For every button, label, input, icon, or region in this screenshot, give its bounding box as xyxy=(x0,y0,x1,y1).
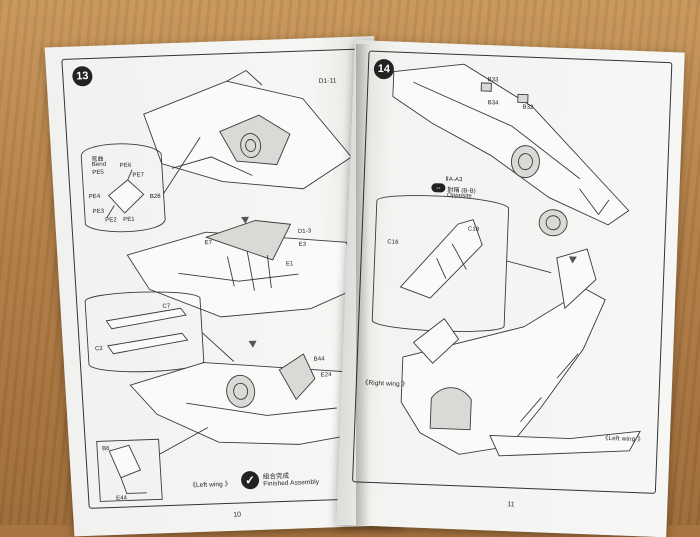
label-c2: C2 xyxy=(94,346,104,353)
label-b44: B44 xyxy=(313,356,325,363)
book-gutter-shadow xyxy=(356,44,370,525)
label-pe3: PE3 xyxy=(92,208,105,216)
label-b32: B32 xyxy=(522,104,534,111)
label-pe5: PE5 xyxy=(92,169,105,177)
label-bend: Bend xyxy=(91,161,107,169)
label-a-a3: ⅡA-A3 xyxy=(445,176,463,184)
label-b28: B28 xyxy=(149,193,161,201)
right-page: 14 B33 B34 B32 ⅡA-A3 ⇔ 對稱 (B-B) Opposite… xyxy=(336,40,685,537)
left-page-assembly-drawing xyxy=(80,69,369,502)
right-page-assembly-drawing xyxy=(371,63,641,457)
page-number-right: 11 xyxy=(507,501,515,509)
label-e7: E7 xyxy=(204,240,213,247)
label-left-wing-right-page: 《Left wing 》 xyxy=(601,434,645,444)
label-d1-3: D1-3 xyxy=(297,228,312,236)
label-e44: E44 xyxy=(116,495,128,502)
label-e1: E1 xyxy=(285,261,294,268)
label-pe2: PE2 xyxy=(105,217,118,224)
label-b6: B6 xyxy=(101,445,110,453)
left-page: 13 D1-11 弯曲 Bend xyxy=(44,36,404,537)
label-b33: B33 xyxy=(487,77,499,84)
label-d1-11: D1-11 xyxy=(318,77,337,86)
label-pe1: PE1 xyxy=(122,216,135,224)
label-e3: E3 xyxy=(298,241,307,249)
flow-arrow-3 xyxy=(568,256,577,264)
label-opposite: Opposite xyxy=(446,192,473,200)
opposite-arrows-icon: ⇔ xyxy=(431,183,446,193)
flow-arrow-2 xyxy=(248,340,257,348)
label-c7: C7 xyxy=(162,303,171,310)
label-c18: C18 xyxy=(467,226,480,233)
label-pe4: PE4 xyxy=(88,193,101,201)
label-pe7: PE7 xyxy=(132,172,145,179)
page-number-left: 10 xyxy=(233,511,242,519)
label-pe6: PE6 xyxy=(119,162,132,170)
label-c16: C16 xyxy=(387,239,399,246)
label-e24: E24 xyxy=(320,372,332,379)
flow-arrow-1 xyxy=(241,216,250,224)
label-b34: B34 xyxy=(487,100,499,107)
label-left-wing: 《Left wing 》 xyxy=(189,480,232,490)
